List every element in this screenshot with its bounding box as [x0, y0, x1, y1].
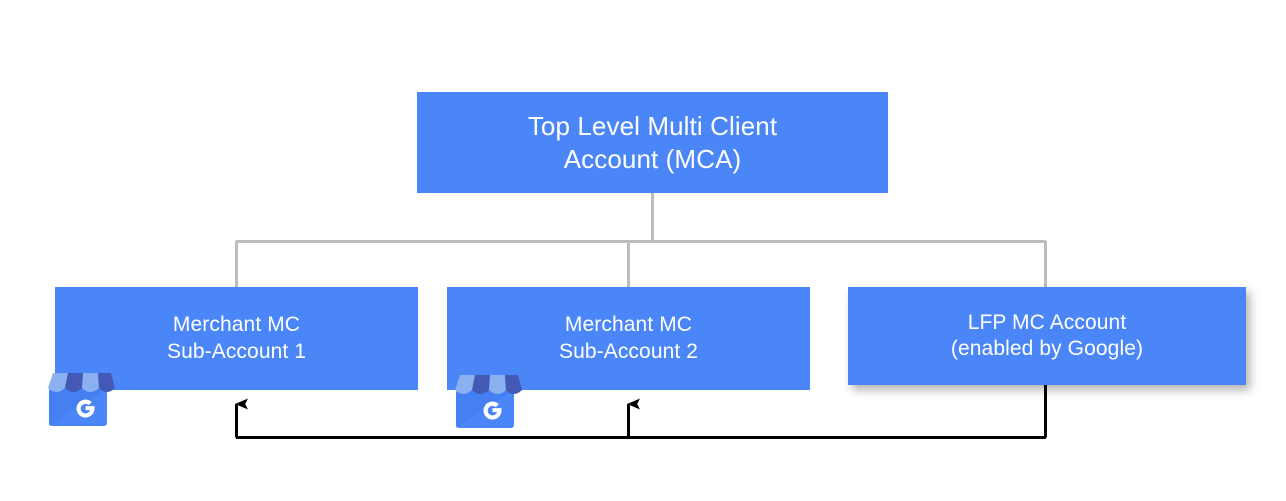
node-merchant-sub-account-2[interactable]: Merchant MC Sub-Account 2	[447, 287, 810, 390]
node-top-level-mca-label: Top Level Multi Client Account (MCA)	[527, 111, 778, 174]
node-top-level-mca[interactable]: Top Level Multi Client Account (MCA)	[417, 92, 888, 193]
google-g-glyph	[76, 399, 95, 418]
node-merchant-sub-account-1-label: Merchant MC Sub-Account 1	[166, 313, 307, 363]
node-lfp-mc-account[interactable]: LFP MC Account (enabled by Google)	[848, 287, 1246, 385]
data-flow-connectors	[235, 385, 1047, 439]
node-merchant-sub-account-1[interactable]: Merchant MC Sub-Account 1	[55, 287, 418, 390]
google-g-glyph	[483, 401, 502, 420]
google-business-profile-icon	[48, 373, 115, 426]
google-business-profile-icon	[455, 375, 522, 428]
node-lfp-mc-account-label: LFP MC Account (enabled by Google)	[950, 310, 1144, 360]
node-merchant-sub-account-2-label: Merchant MC Sub-Account 2	[558, 313, 699, 363]
hierarchy-connectors	[235, 193, 1047, 288]
